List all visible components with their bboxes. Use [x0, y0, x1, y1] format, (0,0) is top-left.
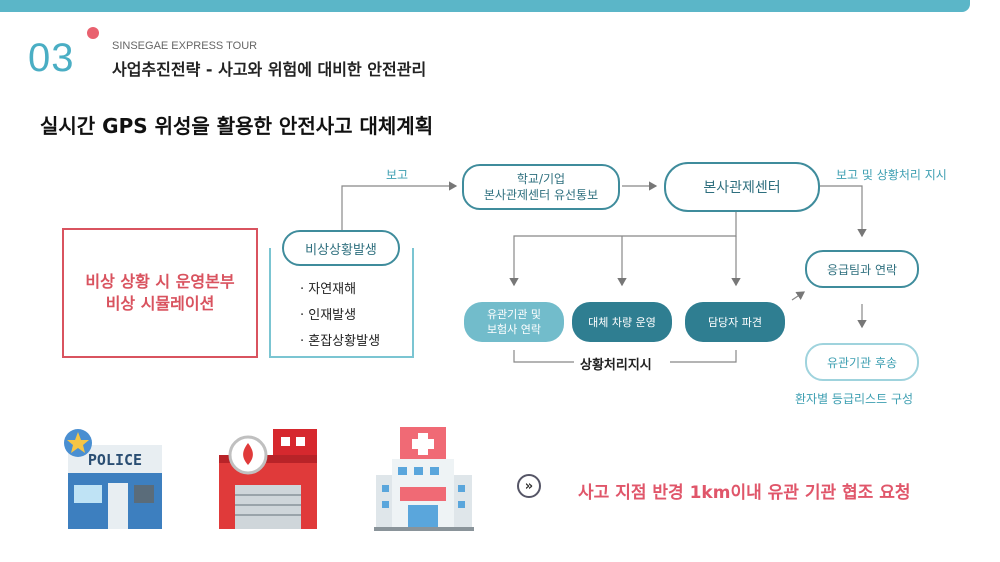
report-label: 보고 — [386, 168, 409, 182]
followup-note: 환자별 등급리스트 구성 — [795, 392, 914, 406]
notify-node: 학교/기업 본사관제센터 유선통보 — [462, 164, 620, 210]
control-center-node: 본사관제센터 — [664, 162, 820, 212]
followup-node: 유관기관 후송 — [805, 343, 919, 381]
accent-dot — [87, 27, 99, 39]
fire-station-icon — [219, 429, 317, 529]
section-number: 03 — [28, 36, 75, 80]
double-chevron-icon: » — [517, 474, 541, 498]
action-line: 보험사 연락 — [486, 323, 542, 336]
notify-line1: 학교/기업 — [516, 172, 566, 186]
police-sign-label: POLICE — [88, 451, 142, 469]
action-node-agency: 유관기관 및 보험사 연락 — [464, 302, 564, 342]
page-subtitle: 사업추진전략 - 사고와 위험에 대비한 안전관리 — [112, 60, 427, 79]
action-node-vehicle: 대체 차량 운영 — [572, 302, 672, 342]
hospital-icon — [374, 427, 474, 531]
emergency-simulation-box: 비상 상황 시 운영본부 비상 시뮬레이션 — [62, 228, 258, 358]
event-item: · 혼잡상황발생 — [300, 334, 381, 349]
action-line: 유관기관 및 — [486, 308, 542, 321]
actions-label: 상황처리지시 — [580, 358, 652, 373]
action-node-staff: 담당자 파견 — [685, 302, 785, 342]
bracket-left — [513, 350, 574, 363]
brand-name: SINSEGAE EXPRESS TOUR — [112, 40, 258, 52]
report-instruct-label: 보고 및 상황처리 지시 — [836, 168, 947, 182]
page-title: 실시간 GPS 위성을 활용한 안전사고 대체계획 — [40, 114, 434, 138]
event-item: · 인재발생 — [300, 308, 357, 323]
event-item: · 자연재해 — [300, 282, 357, 297]
event-node: 비상상황발생 — [282, 230, 400, 266]
arrow-center-emergency — [820, 185, 867, 238]
start-box-line1: 비상 상황 시 운영본부 — [85, 272, 235, 291]
arrow-staff-emergency — [791, 291, 805, 301]
top-accent-bar — [0, 0, 970, 12]
bottom-message: 사고 지점 반경 1km이내 유관 기관 협조 요청 — [578, 483, 911, 503]
event-list: · 자연재해 · 인재발생 · 혼잡상황발생 — [300, 277, 380, 355]
emergency-node: 응급팀과 연락 — [805, 250, 919, 288]
start-box-line2: 비상 시뮬레이션 — [105, 294, 215, 313]
notify-line2: 본사관제센터 유선통보 — [483, 188, 599, 202]
arrow-center-actions — [509, 212, 737, 287]
police-station-icon: POLICE — [64, 429, 162, 529]
arrow-report — [341, 181, 458, 232]
event-box — [269, 248, 414, 358]
bracket-right — [670, 350, 737, 363]
